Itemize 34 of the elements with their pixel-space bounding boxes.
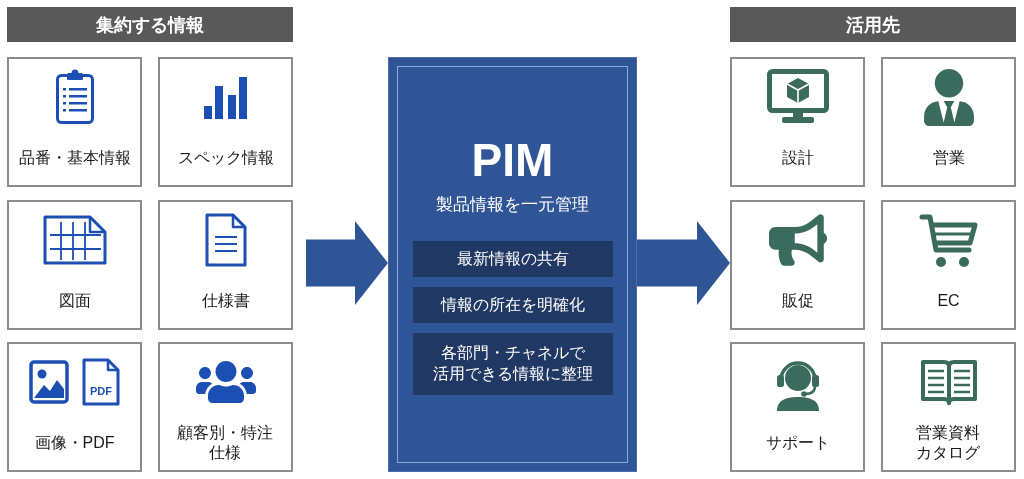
icon-card (158, 342, 293, 472)
icon-card (7, 200, 142, 330)
card-label: 設計 (781, 148, 814, 168)
icon-card (730, 200, 865, 330)
section-header: 活用先 (730, 7, 1016, 42)
icon-card (881, 342, 1016, 472)
feature-box: 最新情報の共有 (413, 241, 613, 277)
card-label: 顧客別・特注仕様 (176, 423, 275, 463)
icon-card (158, 200, 293, 330)
card-label: 営業資料カタログ (915, 423, 982, 463)
card-label: 画像・PDF (34, 433, 115, 453)
card-label: 品番・基本情報 (18, 148, 131, 168)
card-label: サポート (765, 433, 830, 453)
card-label: 営業 (932, 148, 965, 168)
icon-card (730, 57, 865, 187)
icon-card (158, 57, 293, 187)
icon-card (7, 342, 142, 472)
pim-subtitle: 製品情報を一元管理 (436, 195, 589, 216)
card-label: 図面 (58, 291, 91, 311)
card-label: 仕様書 (201, 291, 250, 311)
file-type-label: PDF (90, 386, 112, 397)
block-arrow (306, 221, 388, 305)
card-label: スペック情報 (177, 148, 274, 168)
icon-card (7, 57, 142, 187)
pim-title: PIM (471, 137, 554, 183)
block-arrow (637, 221, 730, 305)
icon-card (881, 200, 1016, 330)
section-header: 集約する情報 (7, 7, 293, 42)
icon-card (881, 57, 1016, 187)
feature-box: 各部門・チャネルで活用できる情報に整理 (413, 333, 613, 395)
feature-box: 情報の所在を明確化 (413, 287, 613, 323)
card-label: 販促 (781, 291, 814, 311)
icon-card (730, 342, 865, 472)
card-label: EC (937, 291, 960, 311)
